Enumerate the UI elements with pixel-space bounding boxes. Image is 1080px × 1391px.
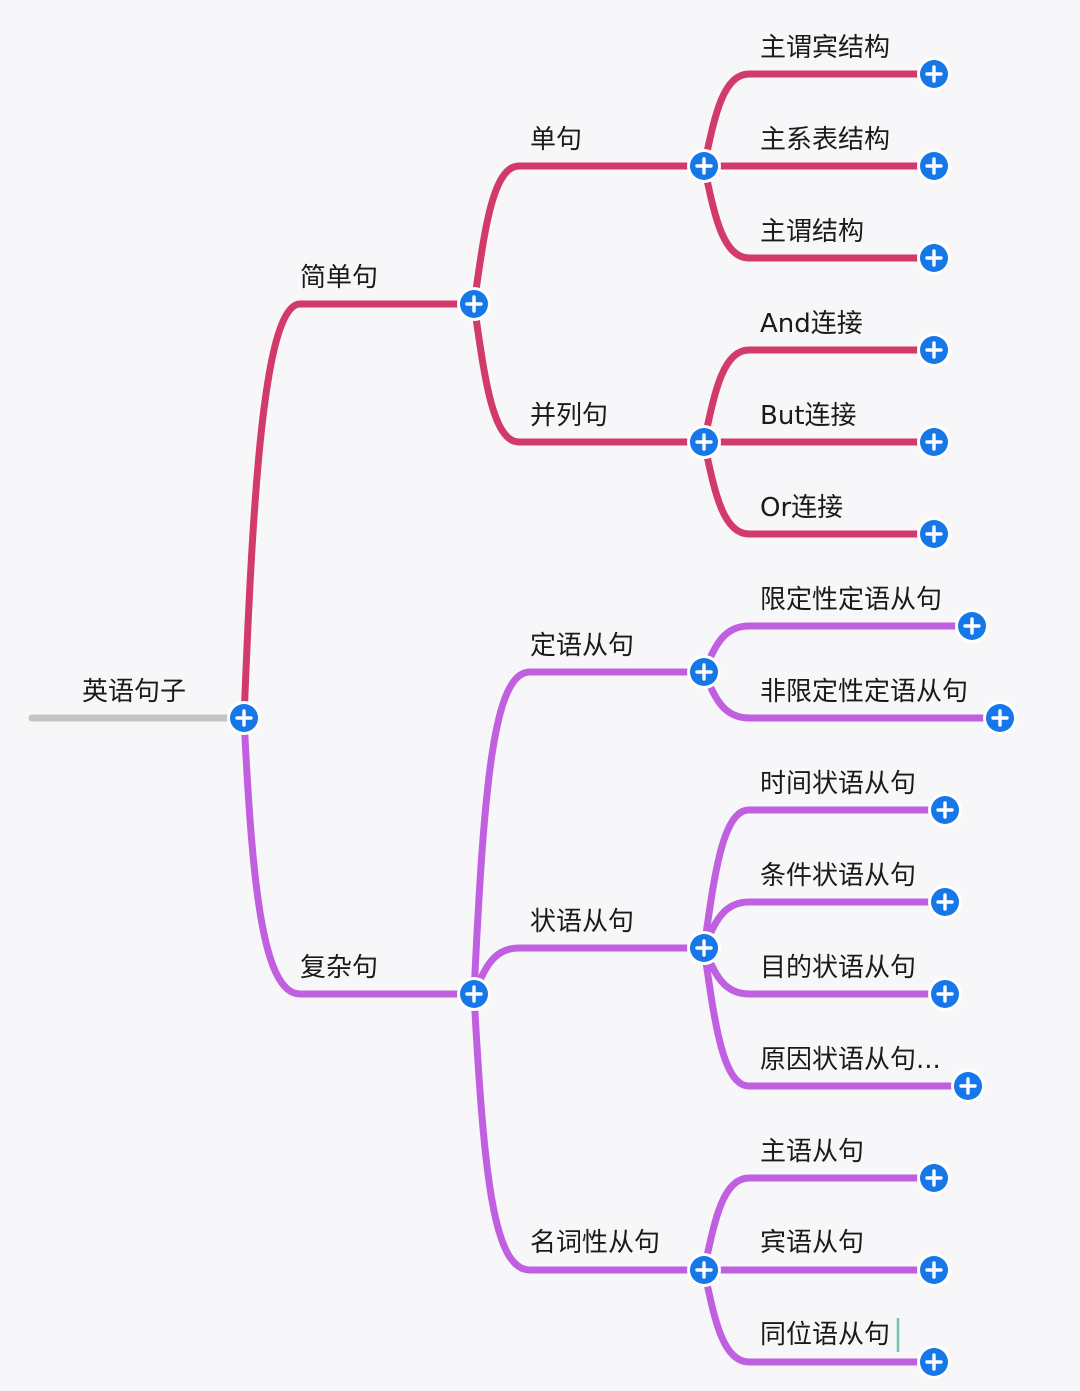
expand-button-complex-sentence[interactable] (457, 977, 491, 1011)
node-label-noun-clause[interactable]: 名词性从句 (530, 1228, 660, 1258)
connector-complex-sentence (240, 714, 478, 998)
expand-button-restrictive[interactable] (955, 609, 989, 643)
expand-button-but[interactable] (917, 425, 951, 459)
expand-button-reason[interactable] (951, 1069, 985, 1103)
mind-map-labels: 英语句子 简单句 复杂句 单句 并列句 定语从句 状语从句 名词性从句 主谓宾结… (82, 33, 968, 1350)
node-label-svo[interactable]: 主谓宾结构 (760, 33, 890, 63)
expand-button-time[interactable] (928, 793, 962, 827)
connector-single-sentence (470, 162, 708, 308)
expand-button-or[interactable] (917, 517, 951, 551)
expand-button-svo[interactable] (917, 57, 951, 91)
expand-button-non-restrictive[interactable] (983, 701, 1017, 735)
expand-button-sv[interactable] (917, 241, 951, 275)
node-label-time[interactable]: 时间状语从句 (760, 769, 916, 799)
node-label-sv[interactable]: 主谓结构 (760, 217, 864, 247)
expand-button-purpose[interactable] (928, 977, 962, 1011)
expand-button-object-clause[interactable] (917, 1253, 951, 1287)
expand-button-noun-clause[interactable] (687, 1253, 721, 1287)
expand-button-single-sentence[interactable] (687, 149, 721, 183)
connector-adverbial-clause (470, 944, 708, 998)
expand-button-condition[interactable] (928, 885, 962, 919)
expand-button-adverbial-clause[interactable] (687, 931, 721, 965)
node-label-simple-sentence[interactable]: 简单句 (300, 263, 378, 293)
node-label-reason[interactable]: 原因状语从句... (760, 1045, 941, 1075)
node-label-or[interactable]: Or连接 (760, 493, 843, 523)
node-label-appositive-clause[interactable]: 同位语从句 (760, 1320, 890, 1350)
expand-button-attributive-clause[interactable] (687, 655, 721, 689)
node-label-attributive-clause[interactable]: 定语从句 (530, 631, 634, 661)
node-label-complex-sentence[interactable]: 复杂句 (300, 953, 378, 983)
node-label-purpose[interactable]: 目的状语从句 (760, 953, 916, 983)
node-label-and[interactable]: And连接 (760, 309, 863, 339)
expand-button-root[interactable] (227, 701, 261, 735)
connector-restrictive (700, 622, 976, 676)
connector-time (700, 806, 949, 952)
connector-condition (700, 898, 949, 952)
mind-map-connectors (28, 70, 1004, 1366)
node-label-svc[interactable]: 主系表结构 (760, 125, 890, 155)
connector-noun-clause (470, 990, 708, 1274)
expand-button-simple-sentence[interactable] (457, 287, 491, 321)
expand-buttons (227, 57, 1017, 1379)
node-label-but[interactable]: But连接 (760, 401, 857, 431)
expand-button-compound-sentence[interactable] (687, 425, 721, 459)
expand-button-appositive-clause[interactable] (917, 1345, 951, 1379)
root-node-label: 英语句子 (82, 677, 186, 707)
node-label-condition[interactable]: 条件状语从句 (760, 861, 916, 891)
node-label-compound-sentence[interactable]: 并列句 (530, 401, 608, 431)
node-label-non-restrictive[interactable]: 非限定性定语从句 (760, 677, 968, 707)
node-label-subject-clause[interactable]: 主语从句 (760, 1137, 864, 1167)
connector-simple-sentence (240, 300, 478, 722)
connector-compound-sentence (470, 300, 708, 446)
expand-button-subject-clause[interactable] (917, 1161, 951, 1195)
node-label-object-clause[interactable]: 宾语从句 (760, 1228, 864, 1258)
node-label-single-sentence[interactable]: 单句 (530, 125, 582, 155)
connector-attributive-clause (470, 668, 708, 998)
expand-button-and[interactable] (917, 333, 951, 367)
expand-button-svc[interactable] (917, 149, 951, 183)
connector-reason (700, 944, 972, 1090)
node-label-restrictive[interactable]: 限定性定语从句 (760, 585, 942, 615)
node-label-adverbial-clause[interactable]: 状语从句 (530, 907, 634, 937)
